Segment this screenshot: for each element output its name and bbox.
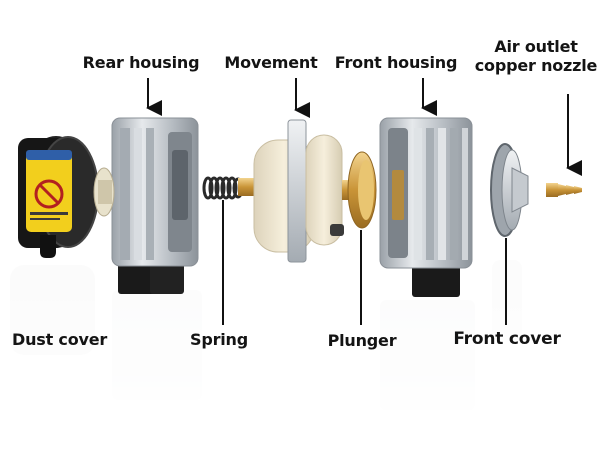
rear-housing-part bbox=[93, 117, 199, 294]
movement-part bbox=[238, 119, 350, 263]
plunger-label: Plunger bbox=[327, 331, 397, 350]
leader-lines bbox=[146, 78, 582, 325]
front-housing-part bbox=[379, 117, 473, 297]
movement-label: Movement bbox=[224, 53, 318, 72]
front-housing-label: Front housing bbox=[334, 53, 458, 72]
spring-label: Spring bbox=[190, 330, 248, 349]
dust-cover-label: Dust cover bbox=[12, 330, 108, 349]
plunger-part bbox=[347, 151, 377, 229]
floor-reflection bbox=[0, 260, 600, 453]
spring-part bbox=[202, 176, 244, 200]
front-cover-label: Front cover bbox=[453, 329, 561, 349]
front-cover-part bbox=[490, 143, 529, 237]
dust-cover-part bbox=[18, 136, 99, 258]
air-outlet-label-line2: copper nozzle bbox=[474, 56, 598, 75]
copper-nozzle-part bbox=[546, 183, 582, 197]
rear-housing-label: Rear housing bbox=[82, 53, 200, 72]
air-outlet-label-line1: Air outlet bbox=[494, 37, 578, 56]
